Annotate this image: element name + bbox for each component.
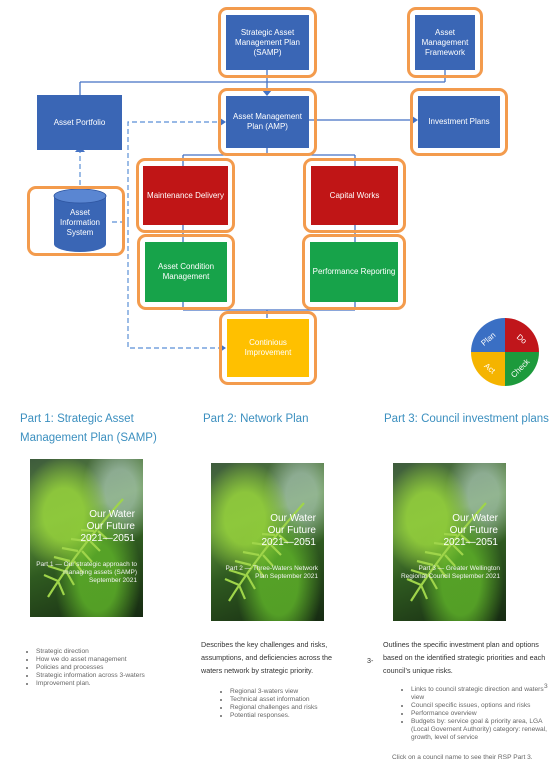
pdca-do-segment xyxy=(505,318,539,352)
fern-icon xyxy=(43,498,124,598)
part2-cover-image[interactable]: Our Water Our Future 2021—2051 Part 2 — … xyxy=(211,463,324,621)
amp-node: Asset Management Plan (AMP) xyxy=(226,96,309,148)
pdca-plan-segment xyxy=(471,318,505,352)
list-item: Regional challenges and risks xyxy=(230,704,365,712)
part3-cover-subtitle: Part 3 — Greater Wellington Regional Cou… xyxy=(400,565,500,580)
amp-highlight xyxy=(218,88,317,156)
part3-bullets: Links to council strategic direction and… xyxy=(399,686,554,742)
continuous-label: Continious Improvement xyxy=(244,338,292,357)
list-item: Technical asset information xyxy=(230,696,365,704)
samp-node: Strategic Asset Management Plan (SAMP) xyxy=(226,15,309,70)
ais-label: Asset Information System xyxy=(59,208,101,237)
list-item[interactable]: Links to council strategic direction and… xyxy=(411,686,554,702)
framework-highlight xyxy=(407,7,483,78)
amp-label: Asset Management Plan (AMP) xyxy=(233,112,302,131)
part3-footnote[interactable]: Click on a council name to see their RSP… xyxy=(392,754,533,761)
fern-icon xyxy=(224,502,305,602)
continuous-node: Continious Improvement xyxy=(227,319,309,377)
part1-cover-subtitle: Part 1 — Our strategic approach to manag… xyxy=(36,561,137,584)
capital-highlight xyxy=(303,158,406,233)
part3-stray-text-2: 3 xyxy=(544,683,548,690)
ais-node: Asset Information System xyxy=(52,200,108,246)
ais-to-improvement-dashed-line xyxy=(127,222,220,349)
list-item: Potential responses. xyxy=(230,712,365,720)
ais-highlight xyxy=(27,186,125,256)
part2-cover-subtitle: Part 2 — Three-Waters Network Plan Septe… xyxy=(225,565,318,580)
part1-bullets: Strategic direction How we do asset mana… xyxy=(24,648,201,688)
list-item: How we do asset management xyxy=(36,656,201,664)
pdca-check-segment xyxy=(505,352,539,386)
investment-label: Investment Plans xyxy=(428,117,490,126)
part2-bullets: Regional 3-waters view Technical asset i… xyxy=(218,688,365,720)
list-item: Performance overview xyxy=(411,710,554,718)
samp-label: Strategic Asset Management Plan (SAMP) xyxy=(235,27,300,57)
ais-database-icon xyxy=(53,188,107,252)
list-item: Strategic information across 3-waters xyxy=(36,672,201,680)
list-item: Policies and processes xyxy=(36,664,201,672)
part3-stray-text: 3- xyxy=(367,656,374,665)
investment-node: Investment Plans xyxy=(418,96,500,148)
list-item: Regional 3-waters view xyxy=(230,688,365,696)
part3-cover-title: Our Water Our Future 2021—2051 xyxy=(443,513,499,548)
pdca-act-segment xyxy=(471,352,505,386)
framework-node: Asset Management Framework xyxy=(415,15,475,70)
part2-title[interactable]: Part 2: Network Plan xyxy=(203,413,309,425)
pdca-cycle-icon: Plan Do Check Act xyxy=(471,318,539,386)
part3-title[interactable]: Part 3: Council investment plans xyxy=(384,413,549,425)
part1-cover-image[interactable]: Our Water Our Future 2021—2051 Part 1 — … xyxy=(30,459,143,617)
maintenance-label: Maintenance Delivery xyxy=(147,190,224,200)
part3-description: Outlines the specific investment plan an… xyxy=(383,640,546,675)
list-item: Improvement plan. xyxy=(36,680,201,688)
portfolio-node: Asset Portfolio xyxy=(37,95,122,150)
part2-cover-title: Our Water Our Future 2021—2051 xyxy=(261,513,317,548)
list-item: Council specific issues, options and ris… xyxy=(411,702,554,710)
fern-icon xyxy=(406,502,487,602)
part1-cover-title: Our Water Our Future 2021—2051 xyxy=(80,509,136,544)
maintenance-highlight xyxy=(136,158,235,233)
list-item: Budgets by: service goal & priority area… xyxy=(411,718,554,742)
capital-node: Capital Works xyxy=(311,166,398,225)
performance-label: Performance Reporting xyxy=(312,267,396,276)
condition-node: Asset Condition Management xyxy=(145,242,227,302)
part3-cover-image[interactable]: Our Water Our Future 2021—2051 Part 3 — … xyxy=(393,463,506,621)
part2-description: Describes the key challenges and risks, … xyxy=(201,640,333,675)
list-item: Strategic direction xyxy=(36,648,201,656)
performance-node: Performance Reporting xyxy=(310,242,398,302)
capital-label: Capital Works xyxy=(329,190,380,200)
maintenance-node: Maintenance Delivery xyxy=(143,166,228,225)
framework-label: Asset Management Framework xyxy=(421,27,469,57)
diagram-connectors xyxy=(75,70,446,352)
condition-label: Asset Condition Management xyxy=(157,262,215,281)
samp-highlight xyxy=(218,7,317,78)
part1-title[interactable]: Part 1: Strategic Asset Management Plan … xyxy=(20,413,157,444)
condition-highlight xyxy=(137,234,235,310)
investment-highlight xyxy=(410,88,508,156)
performance-highlight xyxy=(302,234,406,310)
ais-to-amp-dashed-line xyxy=(127,121,220,222)
continuous-highlight xyxy=(219,311,317,385)
portfolio-label: Asset Portfolio xyxy=(53,117,106,127)
